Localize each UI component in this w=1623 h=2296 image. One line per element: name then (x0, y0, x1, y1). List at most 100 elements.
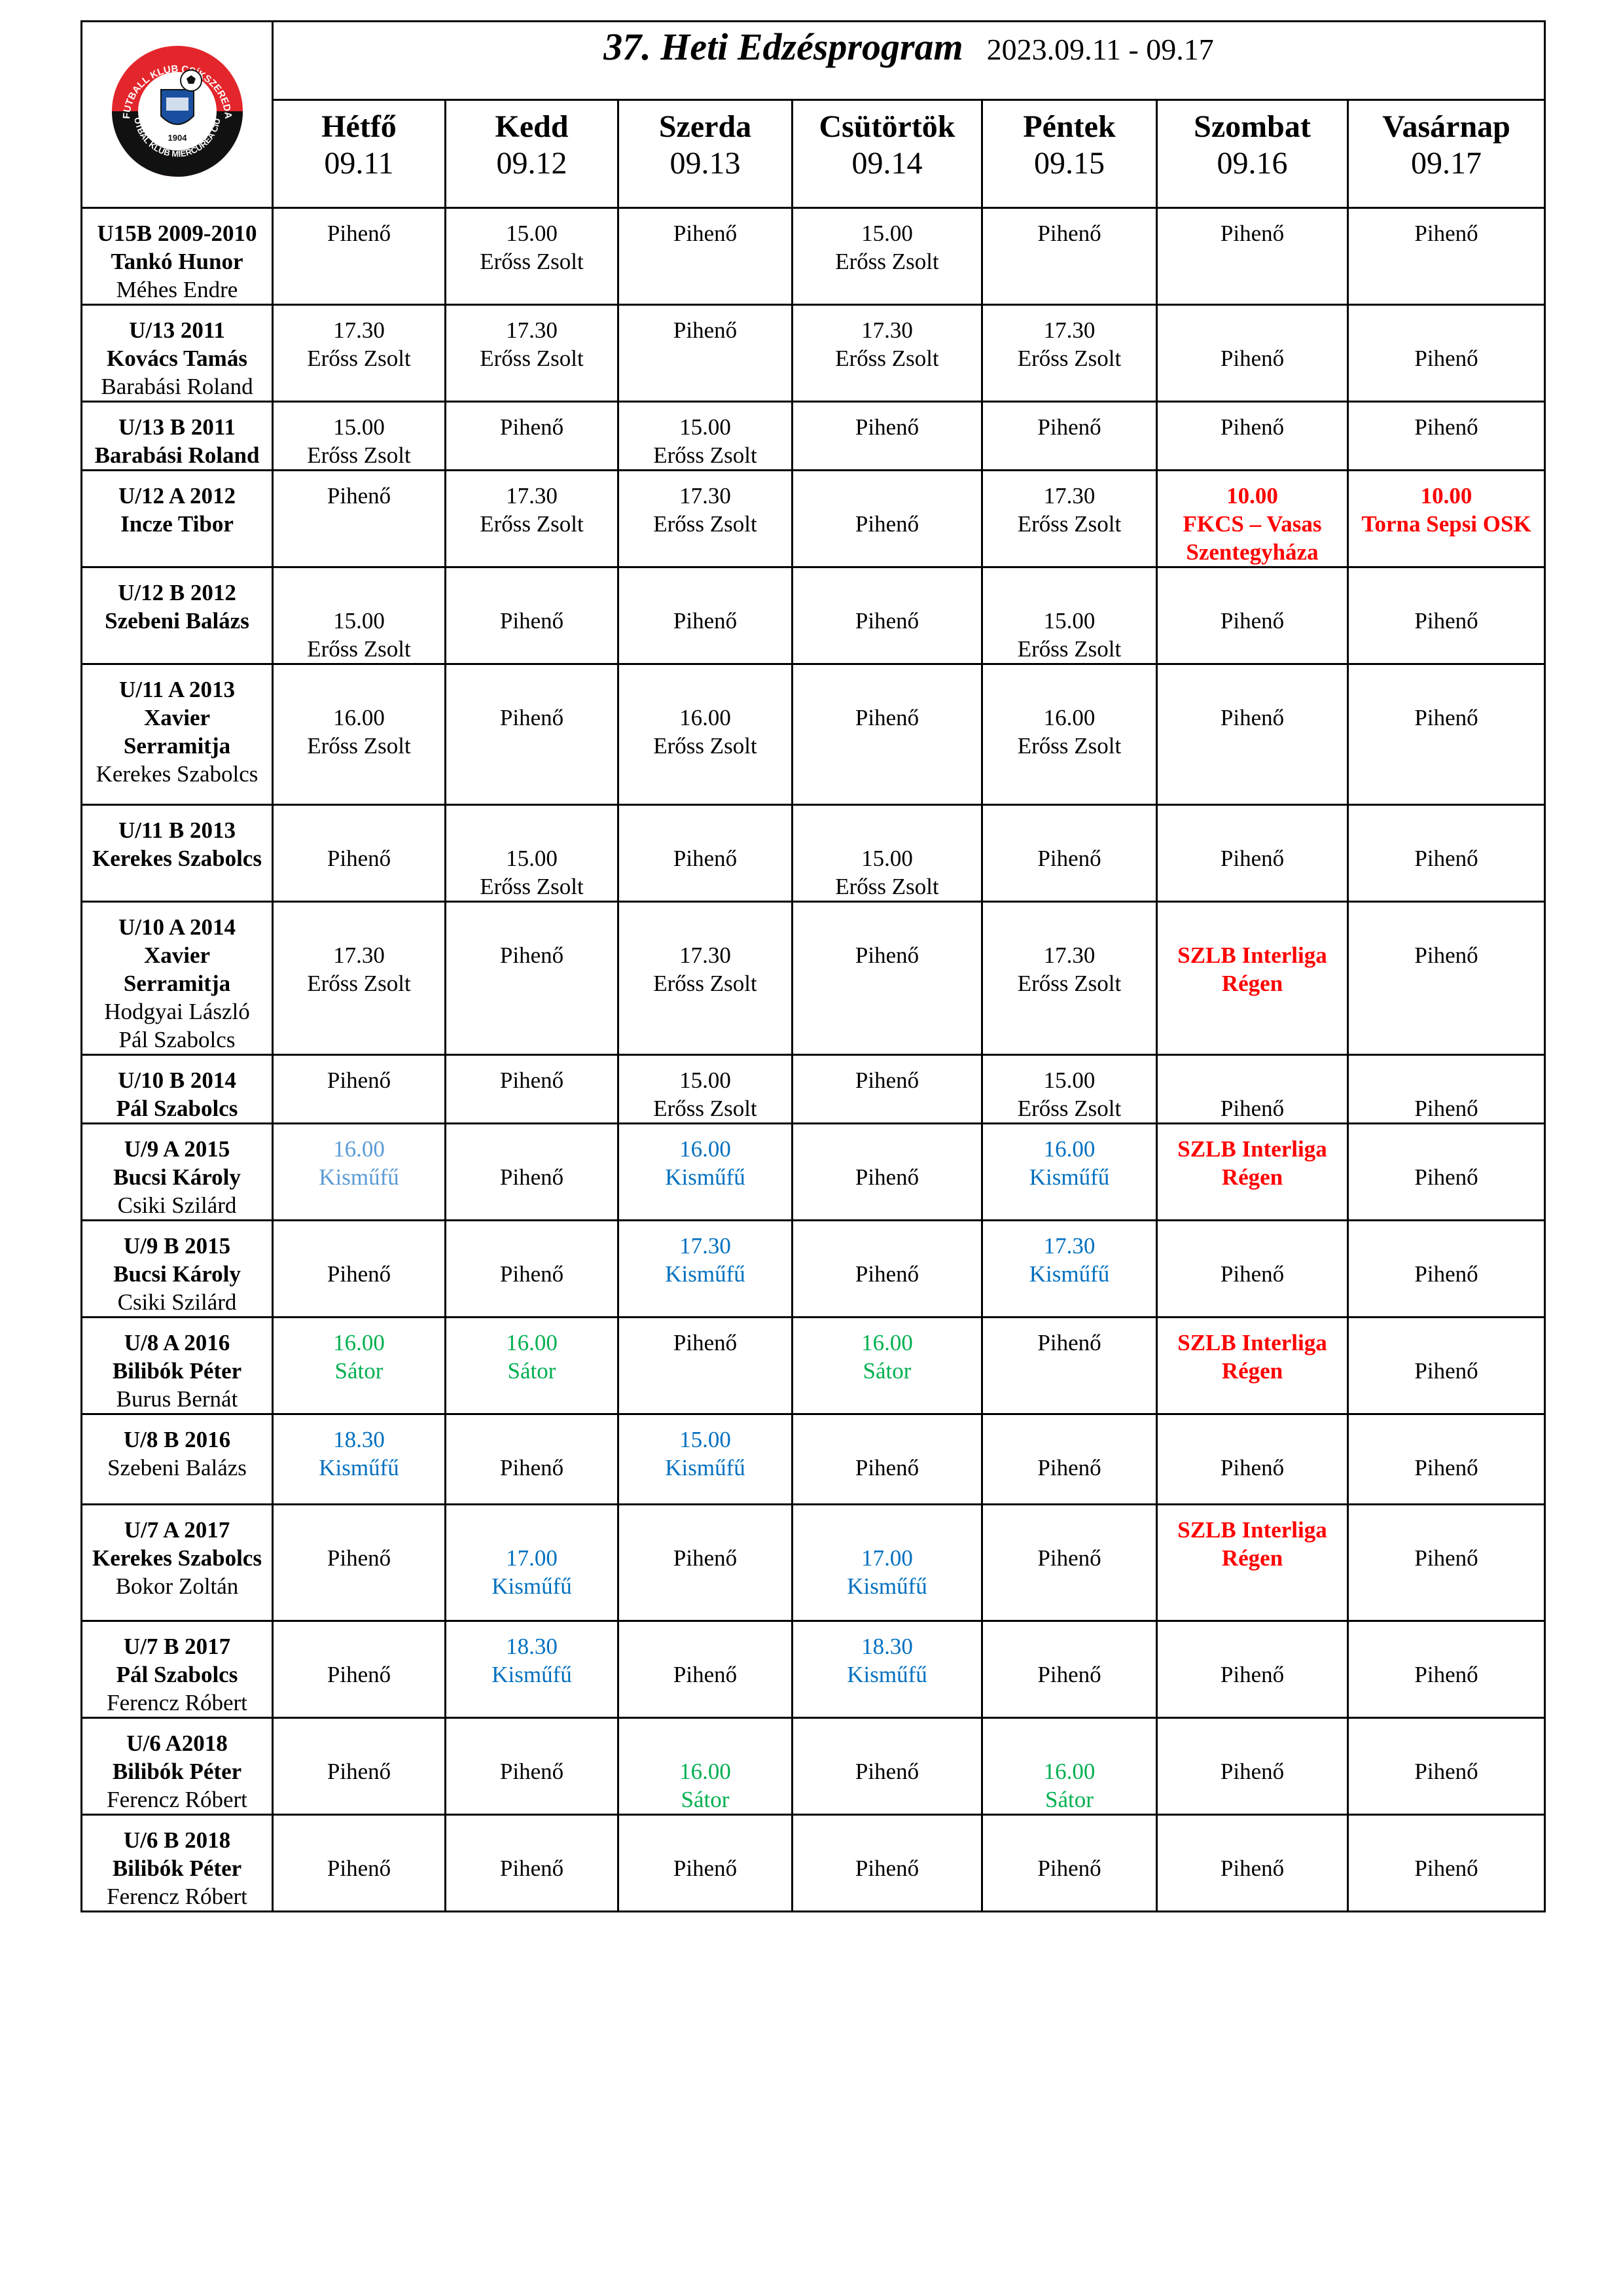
cell-text: Pihenő (327, 1759, 391, 1784)
schedule-cell: Pihenő (791, 1814, 983, 1912)
team-line: Csiki Szilárd (117, 1193, 237, 1218)
team-line: U/8 A 2016 (124, 1330, 230, 1355)
schedule-cell: Pihenő (617, 1814, 793, 1912)
training-schedule-table: FUTBALL KLUB CSÍKSZEREDA FOTBAL KLUB MIE… (80, 20, 1546, 1912)
cell-text: 15.00 (679, 1427, 731, 1452)
schedule-cell: Pihenő (1346, 1219, 1546, 1318)
cell-text: Sátor (1045, 1787, 1094, 1812)
cell-text: Pihenő (855, 1759, 919, 1784)
cell-text: Pihenő (1037, 221, 1101, 246)
cell-text: Pihenő (327, 1662, 391, 1687)
cell-text: Pihenő (1037, 846, 1101, 871)
cell-text: Pihenő (499, 1759, 564, 1784)
cell-text: 15.00 (1043, 1067, 1096, 1093)
team-line: Bokor Zoltán (115, 1573, 239, 1599)
cell-text: 16.00 (1043, 705, 1096, 730)
team-line: U/13 2011 (129, 317, 225, 343)
cell-text: 17.30 (861, 317, 913, 343)
cell-text: Pihenő (673, 1662, 738, 1687)
club-logo-cell: FUTBALL KLUB CSÍKSZEREDA FOTBAL KLUB MIE… (80, 20, 274, 209)
schedule-cell: Pihenő (1346, 304, 1546, 403)
logo-year: 1904 (168, 133, 187, 143)
cell-text: FKCS – Vasas (1183, 511, 1322, 537)
cell-text: Erőss Zsolt (1017, 636, 1122, 662)
cell-text: Pihenő (1414, 1455, 1478, 1480)
schedule-cell: Pihenő (981, 401, 1158, 471)
schedule-cell: Pihenő (1156, 1054, 1349, 1124)
date-range: 2023.09.11 - 09.17 (986, 33, 1214, 66)
cell-text: Pihenő (327, 1261, 391, 1287)
cell-text: Kisműfű (491, 1573, 572, 1599)
schedule-cell: Pihenő (1346, 1054, 1546, 1124)
cell-text: 17.30 (1043, 1233, 1096, 1259)
cell-text: Pihenő (327, 483, 391, 509)
cell-text: Erőss Zsolt (653, 971, 757, 996)
cell-text: Pihenő (1037, 1455, 1101, 1480)
cell-text: Kisműfű (665, 1455, 745, 1480)
schedule-cell: Pihenő (617, 1316, 793, 1415)
cell-text: Erőss Zsolt (835, 249, 939, 274)
cell-text: Pihenő (499, 1455, 564, 1480)
cell-text: Pihenő (1037, 1545, 1101, 1571)
schedule-cell: Pihenő (1156, 1620, 1349, 1719)
cell-text: Régen (1221, 1164, 1283, 1190)
team-line: Bilibók Péter (112, 1358, 242, 1384)
schedule-cell: Pihenő (1346, 1413, 1546, 1505)
team-line: Incze Tibor (120, 511, 234, 537)
cell-text: 15.00 (506, 221, 558, 246)
cell-text: Szentegyháza (1186, 539, 1319, 565)
team-line: Pál Szabolcs (116, 1096, 238, 1121)
cell-text: Pihenő (855, 414, 919, 440)
schedule-cell: Pihenő (791, 566, 983, 665)
cell-text: Kisműfű (319, 1164, 399, 1190)
schedule-cell: Pihenő (1156, 207, 1349, 306)
team-line: Pál Szabolcs (116, 1662, 238, 1687)
team-line: Kerekes Szabolcs (92, 846, 262, 871)
cell-text: Kisműfű (665, 1261, 745, 1287)
schedule-cell: Pihenő (272, 1503, 446, 1622)
team-line: U/9 A 2015 (124, 1136, 230, 1162)
schedule-cell: Pihenő (791, 1413, 983, 1505)
cell-text: Pihenő (1220, 346, 1285, 371)
cell-text: 15.00 (1043, 608, 1096, 634)
cell-text: Pihenő (673, 608, 738, 634)
schedule-cell: Pihenő (444, 1814, 619, 1912)
team-line: Bucsi Károly (113, 1164, 241, 1190)
team-line: Barabási Roland (94, 442, 260, 468)
day-date: 09.11 (324, 146, 394, 181)
schedule-cell: Pihenő (1346, 1814, 1546, 1912)
schedule-cell: Pihenő (1156, 1413, 1349, 1505)
cell-text: Kisműfű (1029, 1261, 1110, 1287)
cell-text: Erőss Zsolt (1017, 1096, 1122, 1121)
cell-text: 16.00 (1043, 1759, 1096, 1784)
team-line: Kovács Tamás (107, 346, 247, 371)
cell-text: 16.00 (333, 1330, 385, 1355)
cell-text: Erőss Zsolt (480, 346, 584, 371)
cell-text: Pihenő (327, 846, 391, 871)
cell-text: Erőss Zsolt (307, 733, 411, 759)
team-line: Szebeni Balázs (107, 1455, 247, 1480)
